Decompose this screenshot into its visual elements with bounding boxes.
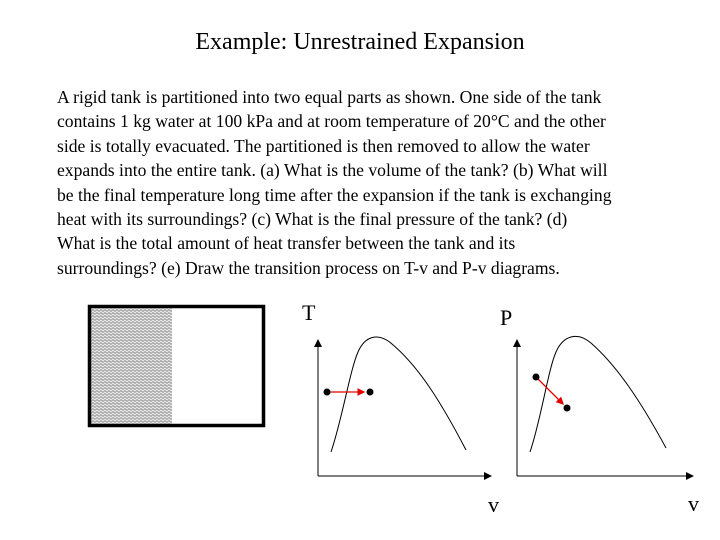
text-line: heat with its surroundings? (c) What is … — [57, 209, 568, 230]
rigid-tank — [87, 304, 266, 428]
tv-diagram: T v — [302, 300, 499, 517]
process-arrow — [535, 376, 564, 405]
p-axis-label: P — [500, 305, 512, 330]
text-line: What is the total amount of heat transfe… — [57, 233, 516, 254]
v-axis-label: v — [488, 492, 499, 517]
t-axis-label: T — [302, 300, 316, 325]
final-state-point — [366, 388, 374, 396]
v-axis-label: v — [688, 491, 699, 516]
saturation-dome — [529, 335, 667, 453]
saturation-dome — [330, 336, 467, 453]
text-line: expands into the entire tank. (a) What i… — [57, 160, 608, 181]
text-line: A rigid tank is partitioned into two equ… — [57, 87, 602, 107]
text-line: be the final temperature long time after… — [57, 184, 612, 205]
initial-state-point — [323, 388, 331, 396]
problem-statement: A rigid tank is partitioned into two equ… — [57, 85, 697, 280]
water-section — [91, 308, 172, 425]
pv-diagram: P v — [500, 305, 699, 516]
text-line: contains 1 kg water at 100 kPa and at ro… — [57, 111, 606, 132]
text-line: surroundings? (e) Draw the transition pr… — [57, 257, 560, 278]
initial-state-point — [532, 373, 540, 381]
text-line: side is totally evacuated. The partition… — [57, 135, 590, 156]
tank-wall — [87, 304, 266, 428]
slide-title: Example: Unrestrained Expansion — [195, 29, 525, 55]
final-state-point — [563, 404, 571, 412]
